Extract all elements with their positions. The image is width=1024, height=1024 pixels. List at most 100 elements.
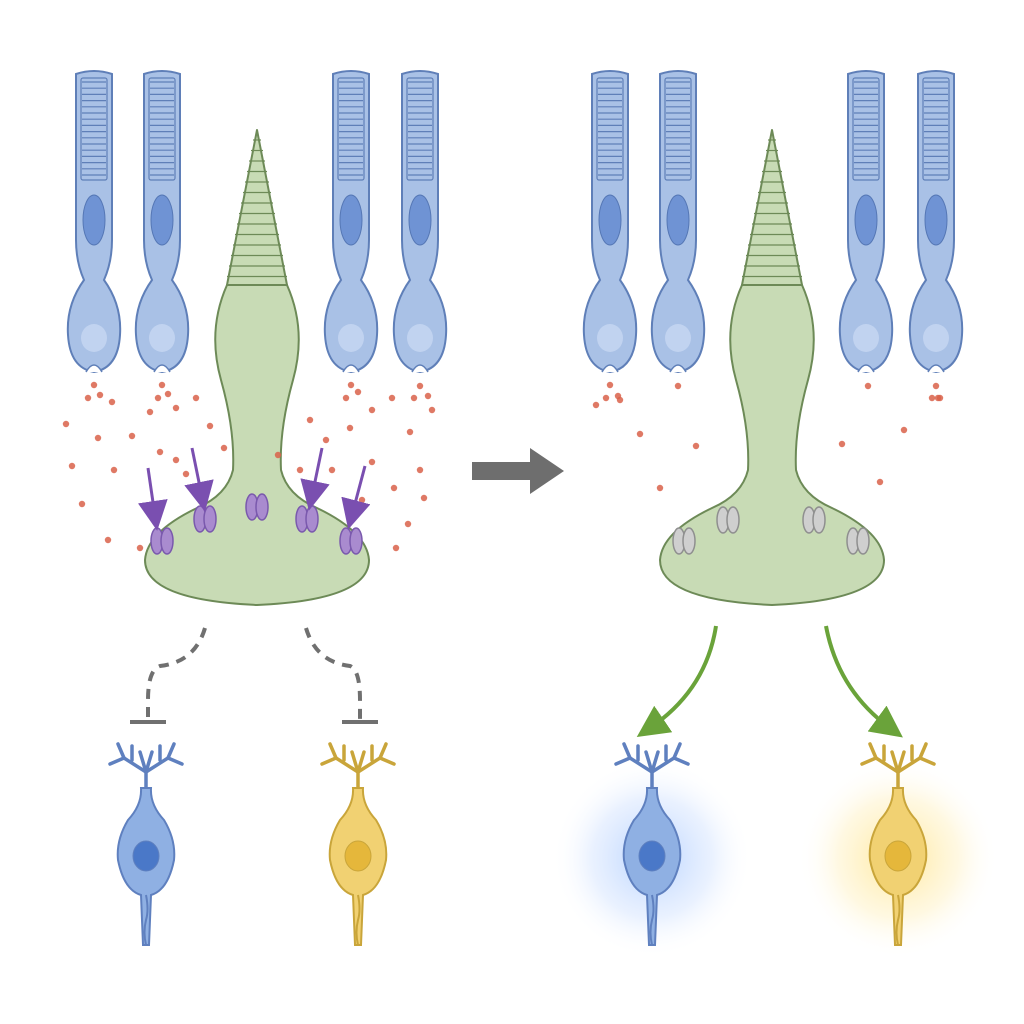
cone-outer-segment <box>226 129 288 286</box>
rod-terminal <box>338 324 364 352</box>
neurotransmitter-dot <box>410 394 418 402</box>
rod-disc-stack <box>337 77 365 181</box>
synaptic-opening <box>153 364 171 373</box>
inactive-receptor <box>716 506 740 534</box>
dendrite-branch <box>108 756 148 774</box>
dendrite-branch <box>868 742 878 760</box>
receptor-subunit <box>682 527 696 555</box>
rod-photoreceptor <box>650 70 706 374</box>
neurotransmitter-dot <box>416 466 424 474</box>
rod-terminal <box>407 324 433 352</box>
rod-terminal <box>853 324 879 352</box>
synaptic-opening <box>927 364 945 373</box>
rod-nucleus <box>82 194 106 246</box>
neurotransmitter-dot <box>602 394 610 402</box>
dendrite-branch <box>896 750 906 774</box>
rod-terminal <box>923 324 949 352</box>
neurotransmitter-dot <box>392 544 400 552</box>
neurotransmitter-dot <box>84 394 92 402</box>
receptor-subunit <box>305 505 319 533</box>
rod-disc-stack <box>80 77 108 181</box>
neurotransmitter-dot <box>420 494 428 502</box>
neurotransmitter-dot <box>296 466 304 474</box>
bipolar-cell <box>108 742 184 946</box>
binding-arrow <box>137 467 168 531</box>
neurotransmitter-dot <box>347 381 355 389</box>
rod-terminal <box>597 324 623 352</box>
dendrite-branch <box>328 742 338 760</box>
neurotransmitter-dot <box>368 458 376 466</box>
receptor-subunit <box>160 527 174 555</box>
rod-photoreceptor <box>838 70 894 374</box>
dendrite-branch <box>350 750 360 774</box>
binding-arrow <box>184 447 214 512</box>
neurotransmitter-dot <box>692 442 700 450</box>
neurotransmitter-dot <box>934 394 942 402</box>
neurotransmitter-dot <box>876 478 884 486</box>
neurotransmitter-dot <box>424 392 432 400</box>
synaptic-opening <box>857 364 875 373</box>
dendrite-branch <box>116 742 126 760</box>
rod-disc-stack <box>922 77 950 181</box>
active-receptor <box>339 527 363 555</box>
neurotransmitter-dot <box>838 440 846 448</box>
rod-disc-stack <box>148 77 176 181</box>
neurotransmitter-dot <box>656 484 664 492</box>
rod-nucleus <box>150 194 174 246</box>
neurotransmitter-dot <box>306 416 314 424</box>
axon <box>355 894 361 946</box>
rod-disc-stack <box>664 77 692 181</box>
axon <box>143 894 149 946</box>
bipolar-nucleus <box>344 840 372 872</box>
neurotransmitter-dot <box>388 394 396 402</box>
rod-photoreceptor <box>392 70 448 374</box>
neurotransmitter-dot <box>864 382 872 390</box>
neurotransmitter-dot <box>606 381 614 389</box>
cone-body <box>658 284 886 607</box>
excitation-arrow <box>824 625 903 738</box>
neurotransmitter-dot <box>90 381 98 389</box>
right-arrow-icon <box>472 448 564 494</box>
bipolar-nucleus <box>638 840 666 872</box>
dendrite-branch <box>918 742 928 760</box>
neurotransmitter-dot <box>928 394 936 402</box>
cone-bipolar-dendrite <box>143 129 371 607</box>
active-receptor <box>150 527 174 555</box>
bipolar-cell <box>614 742 690 946</box>
neurotransmitter-dot <box>274 451 282 459</box>
rod-photoreceptor <box>908 70 964 374</box>
synaptic-opening <box>85 364 103 373</box>
rod-terminal <box>149 324 175 352</box>
dendrite-branch <box>356 750 366 774</box>
neurotransmitter-dot <box>428 406 436 414</box>
dendrite-branch <box>166 742 176 760</box>
rod-terminal <box>81 324 107 352</box>
neurotransmitter-dot <box>94 434 102 442</box>
rod-disc-stack <box>596 77 624 181</box>
dendrite-branch <box>672 742 682 760</box>
neurotransmitter-dot <box>220 444 228 452</box>
synaptic-opening <box>411 364 429 373</box>
dendrite-branch <box>144 750 154 774</box>
inactive-receptor <box>802 506 826 534</box>
neurotransmitter-dot <box>172 456 180 464</box>
rod-nucleus <box>598 194 622 246</box>
neurotransmitter-dot <box>172 404 180 412</box>
neurotransmitter-dot <box>78 500 86 508</box>
neurotransmitter-dot <box>368 406 376 414</box>
neurotransmitter-dot <box>108 398 116 406</box>
dendrite-branch <box>644 750 654 774</box>
inhibition-line <box>146 627 207 720</box>
rod-photoreceptor <box>323 70 379 374</box>
neurotransmitter-dot <box>158 381 166 389</box>
receptor-subunit <box>255 493 269 521</box>
synaptic-opening <box>342 364 360 373</box>
neurotransmitter-dot <box>110 466 118 474</box>
bipolar-cell <box>320 742 396 946</box>
neurotransmitter-dot <box>206 422 214 430</box>
bipolar-nucleus <box>132 840 160 872</box>
receptor-subunit <box>203 505 217 533</box>
inactive-receptor <box>672 527 696 555</box>
neurotransmitter-dot <box>156 448 164 456</box>
